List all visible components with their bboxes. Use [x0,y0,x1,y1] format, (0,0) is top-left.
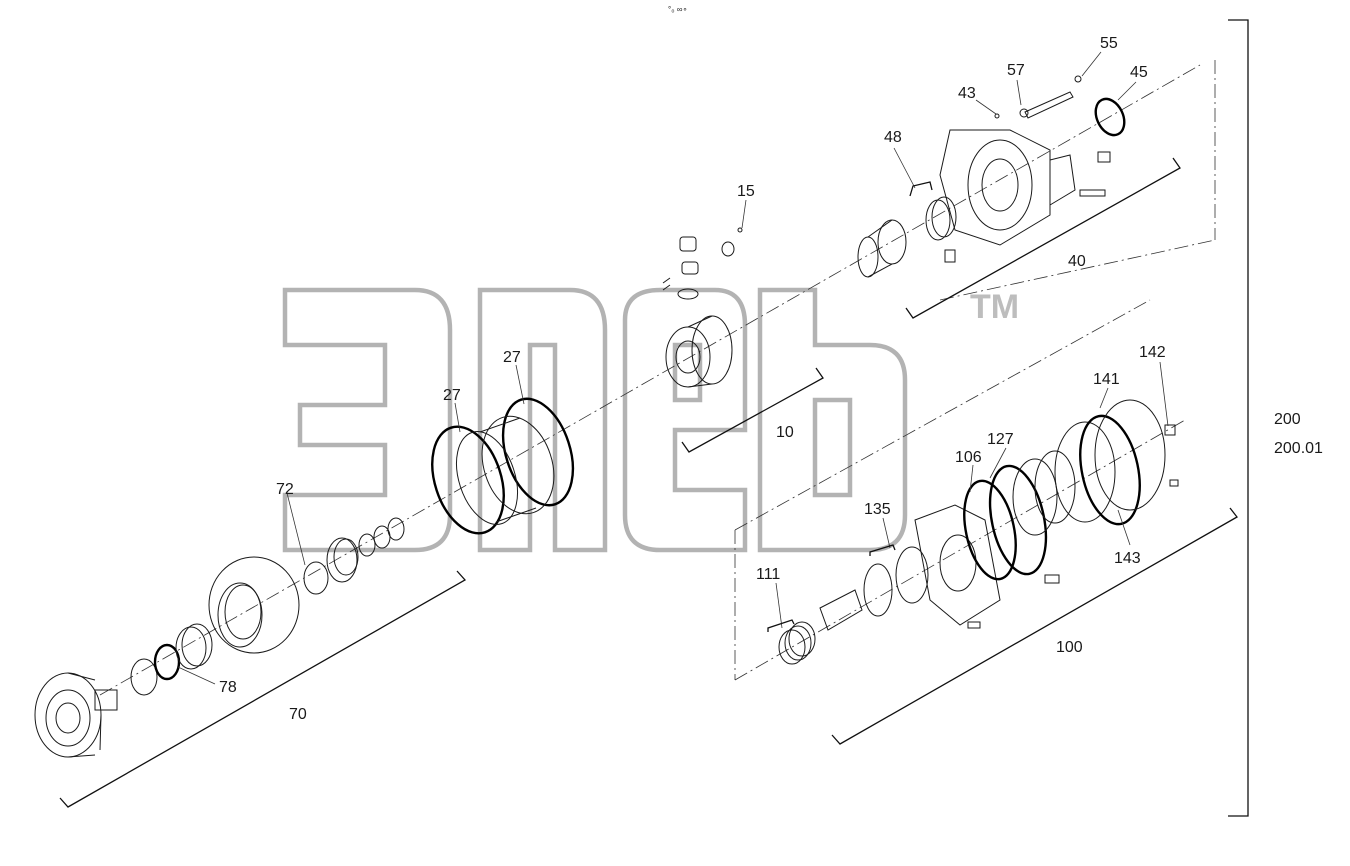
callouts: °₀ ∞∘ 55 45 57 43 48 15 40 27 27 10 142 … [219,5,1323,723]
callout-10: 10 [776,424,794,441]
watermark-logo: TM [282,287,1019,553]
callout-48: 48 [884,129,902,146]
callout-15: 15 [737,183,755,200]
callout-78: 78 [219,679,237,696]
group-40-valve-housing [857,75,1126,278]
group-brackets [59,19,1249,817]
callout-27-left: 27 [443,387,461,404]
callout-143: 143 [1114,550,1141,567]
callout-142: 142 [1139,344,1166,361]
callout-106: 106 [955,449,982,466]
top-mark: °₀ ∞∘ [668,5,687,14]
callout-55: 55 [1100,35,1118,52]
callout-45: 45 [1130,64,1148,81]
callout-40: 40 [1068,253,1086,270]
callout-135: 135 [864,501,891,518]
callout-43: 43 [958,85,976,102]
callout-27-right: 27 [503,349,521,366]
callout-57: 57 [1007,62,1025,79]
group-27-rings [431,397,575,535]
centerlines [99,60,1216,696]
group-10-rotor [662,227,743,388]
callout-70: 70 [289,706,307,723]
callout-200-01: 200.01 [1274,440,1323,457]
callout-127: 127 [987,431,1014,448]
trademark-mark: TM [970,288,1019,326]
leader-lines [177,51,1169,685]
group-100-pump [778,399,1179,665]
callout-141: 141 [1093,371,1120,388]
callout-200: 200 [1274,411,1301,428]
callout-111: 111 [756,566,780,583]
callout-100: 100 [1056,639,1083,656]
group-70-output-hub [34,517,405,758]
callout-72: 72 [276,481,294,498]
